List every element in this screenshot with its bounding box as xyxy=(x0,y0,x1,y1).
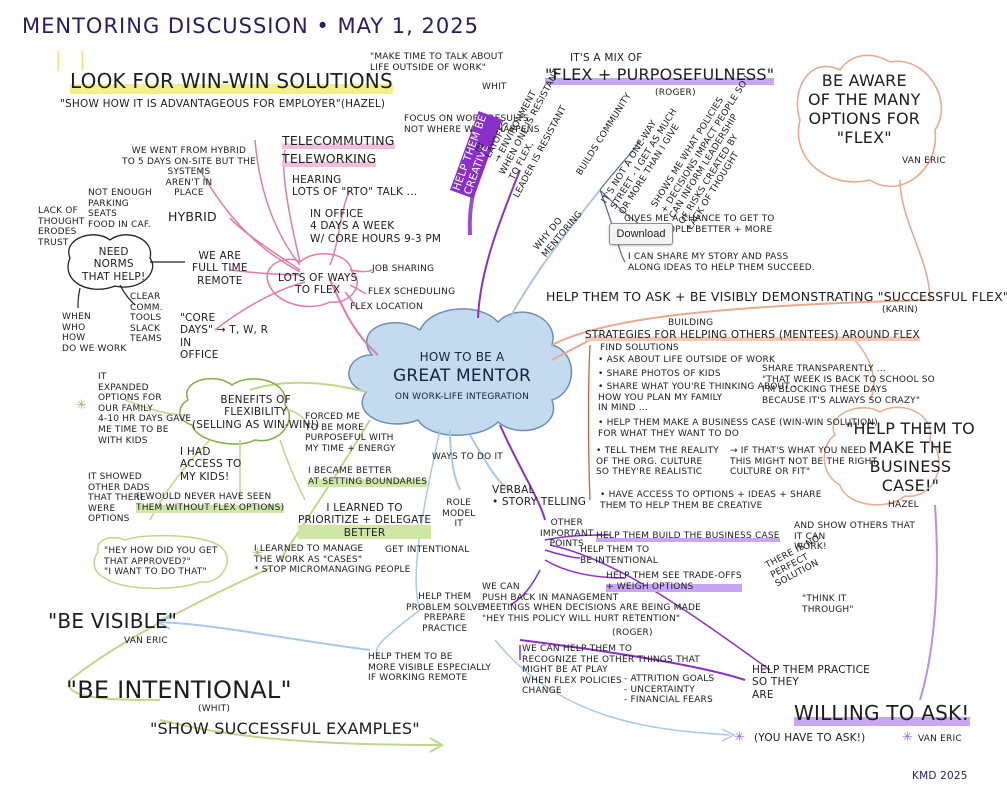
how-approved-cloud xyxy=(93,534,228,590)
boundaries-text: I BECAME BETTER AT SETTING BOUNDARIES xyxy=(308,466,428,488)
attrition-list: - ATTRITION GOALS - UNCERTAINTY - FINANC… xyxy=(624,674,715,706)
hybrid-to-onsite-text: WE WENT FROM HYBRID TO 5 DAYS ON-SITE BU… xyxy=(122,146,256,199)
karin-credit: (KARIN) xyxy=(882,305,918,315)
rto-talk-text: HEARING LOTS OF "RTO" TALK ... xyxy=(292,174,418,199)
get-intentional-text: GET INTENTIONAL xyxy=(385,545,470,555)
think-through-text: "THINK IT THROUGH" xyxy=(802,594,854,615)
full-time-remote-text: WE ARE FULL TIME REMOTE xyxy=(192,250,248,287)
benefits-text: BENEFITS OF FLEXIBILITY (SELLING AS WIN-… xyxy=(192,394,320,431)
hybrid-label: HYBRID xyxy=(168,209,217,224)
van-eric-credit-1: VAN ERIC xyxy=(902,156,946,166)
find-solutions-text: FIND SOLUTIONS xyxy=(600,343,679,353)
in-office-text: IN OFFICE 4 DAYS A WEEK W/ CORE HOURS 9-… xyxy=(310,208,442,245)
make-time-author: WHIT xyxy=(482,82,507,92)
green-star-icon-2: ✳ xyxy=(252,546,263,561)
purple-star-icon: ✳ xyxy=(734,730,745,745)
make-business-case-quote: "HELP THEM TO MAKE THE BUSINESS CASE!" xyxy=(846,419,975,495)
how-approved-quote: "HEY HOW DID YOU GET THAT APPROVED?" "I … xyxy=(104,546,218,578)
signature: KMD 2025 xyxy=(912,770,968,782)
other-points-text: OTHER IMPORTANT POINTS xyxy=(540,518,594,550)
be-intentional-quote: "BE INTENTIONAL" xyxy=(66,676,292,704)
problem-solve-text: HELP THEM PROBLEM SOLVE PREPARE PRACTICE xyxy=(406,592,484,634)
willing-to-ask-text: WILLING TO ASK! xyxy=(794,701,970,726)
center-cloud-shape xyxy=(348,308,573,436)
roger-credit-1: (ROGER) xyxy=(655,88,696,98)
green-star-icon: ✳ xyxy=(76,398,87,413)
van-eric-credit-2: VAN ERIC xyxy=(124,636,168,646)
business-case-bullet: • HELP THEM MAKE A BUSINESS CASE (WIN-WI… xyxy=(598,418,878,439)
share-transparently-text: SHARE TRANSPARENTLY ... "THAT WEEK IS BA… xyxy=(762,364,935,406)
forced-purposeful-text: FORCED ME TO BE MORE PURPOSEFUL WITH MY … xyxy=(305,412,396,454)
lots-of-ways-text: LOTS OF WAYS TO FLEX xyxy=(278,272,358,297)
share-thinking-text: • SHARE WHAT YOU'RE THINKING ABOUT - HOW… xyxy=(598,382,797,414)
page-title: MENTORING DISCUSSION • MAY 1, 2025 xyxy=(22,14,479,38)
mix-of-text: IT'S A MIX OF xyxy=(570,52,643,64)
business-case-cloud xyxy=(823,406,940,506)
help-practice-text: HELP THEM PRACTICE SO THEY ARE xyxy=(752,664,870,701)
hazel-credit: HAZEL xyxy=(888,500,919,510)
share-photos-text: • SHARE PHOTOS OF KIDS xyxy=(598,369,721,379)
be-aware-text: BE AWARE OF THE MANY OPTIONS FOR "FLEX" xyxy=(808,71,921,147)
show-others-text: AND SHOW OTHERS THAT IT CAN WORK! xyxy=(794,521,916,553)
need-norms-cloud xyxy=(67,234,154,290)
center-line-3: ON WORK-LIFE INTEGRATION xyxy=(394,392,530,402)
van-eric-credit-3: VAN ERIC xyxy=(918,734,962,744)
if-thats-text: → IF THAT'S WHAT YOU NEED THIS MIGHT NOT… xyxy=(730,446,878,478)
download-button[interactable]: Download xyxy=(609,223,673,245)
show-examples-quote: "SHOW SUCCESSFUL EXAMPLES" xyxy=(150,719,420,738)
job-sharing-text: JOB SHARING xyxy=(372,264,435,274)
be-visible-quote: "BE VISIBLE" xyxy=(48,609,178,633)
core-days-text: "CORE DAYS" → T, W, R IN OFFICE xyxy=(180,312,269,362)
never-seen-text: (I WOULD NEVER HAVE SEEN THEM WITHOUT FL… xyxy=(136,492,285,514)
verbal-text: VERBAL • STORY TELLING xyxy=(492,484,587,509)
building-text: BUILDING xyxy=(668,318,714,328)
need-norms-text: NEED NORMS THAT HELP! xyxy=(82,246,146,283)
share-story-text: I CAN SHARE MY STORY AND PASS ALONG IDEA… xyxy=(628,252,815,273)
manage-cases-text: I LEARNED TO MANAGE THE WORK AS "CASES" … xyxy=(254,544,411,576)
when-who-how-text: WHEN WHO HOW DO WE WORK xyxy=(62,312,127,354)
lack-of-thought-text: LACK OF THOUGHT ERODES TRUST xyxy=(38,206,85,248)
you-have-to-ask-text: (YOU HAVE TO ASK!) xyxy=(754,732,866,744)
benefits-cloud xyxy=(179,377,291,445)
center-line-1: HOW TO BE A xyxy=(419,350,505,364)
flex-scheduling-text: FLEX SCHEDULING xyxy=(368,287,456,297)
spark-marks: ❘ ❘ xyxy=(50,47,92,71)
ways-to-do-it-text: WAYS TO DO IT xyxy=(432,452,504,462)
prioritize-text: I LEARNED TO PRIORITIZE + DELEGATE BETTE… xyxy=(298,502,432,540)
win-win-quote: "SHOW HOW IT IS ADVANTAGEOUS FOR EMPLOYE… xyxy=(60,98,386,110)
roger-credit-2: (ROGER) xyxy=(612,628,653,638)
not-enough-text: NOT ENOUGH PARKING SEATS FOOD IN CAF. xyxy=(88,188,153,230)
more-visible-text: HELP THEM TO BE MORE VISIBLE ESPECIALLY … xyxy=(368,652,492,684)
help-ask-text: HELP THEM TO ASK + BE VISIBLY DEMONSTRAT… xyxy=(546,289,1007,304)
recognize-text: WE CAN HELP THEM TO RECOGNIZE THE OTHER … xyxy=(522,644,700,697)
telecommuting-text: TELECOMMUTING xyxy=(282,133,395,149)
expanded-options-text: IT EXPANDED OPTIONS FOR OUR FAMILY 4-10 … xyxy=(98,372,192,446)
access-options-text: • HAVE ACCESS TO OPTIONS + IDEAS + SHARE… xyxy=(600,490,822,511)
whit-credit: (WHIT) xyxy=(198,704,231,714)
flex-location-text: FLEX LOCATION xyxy=(350,302,423,312)
other-dads-text: IT SHOWED OTHER DADS THAT THERE WERE OPT… xyxy=(88,472,150,525)
trade-offs-text: HELP THEM SEE TRADE-OFFS + WEIGH OPTIONS xyxy=(606,571,742,593)
teleworking-text: TELEWORKING xyxy=(282,151,377,167)
push-back-text: WE CAN PUSH BACK IN MANAGEMENT MEETINGS … xyxy=(482,582,702,624)
lots-of-ways-cloud xyxy=(266,253,358,308)
center-line-2: GREAT MENTOR xyxy=(393,366,531,386)
ask-life-text: • ASK ABOUT LIFE OUTSIDE OF WORK xyxy=(598,355,776,365)
strategies-heading: STRATEGIES FOR HELPING OTHERS (MENTEES) … xyxy=(585,329,920,342)
role-model-text: ROLE MODEL IT xyxy=(442,498,476,530)
clear-comm-text: CLEAR COMM. TOOLS SLACK TEAMS xyxy=(130,292,163,345)
make-time-quote: "MAKE TIME TO TALK ABOUT LIFE OUTSIDE OF… xyxy=(370,52,504,73)
be-intentional-point: HELP THEM TO BE INTENTIONAL xyxy=(580,545,658,566)
flex-options-blob xyxy=(796,54,943,188)
win-win-heading: LOOK FOR WIN-WIN SOLUTIONS xyxy=(70,69,393,94)
access-kids-text: I HAD ACCESS TO MY KIDS! xyxy=(180,446,242,483)
build-business-case-text: HELP THEM BUILD THE BUSINESS CASE xyxy=(596,531,780,542)
tell-reality-text: • TELL THEM THE REALITY OF THE ORG. CULT… xyxy=(596,446,719,478)
purple-star-icon-2: ✳ xyxy=(902,730,913,745)
flex-purposefulness-quote: "FLEX + PURPOSEFULNESS" xyxy=(545,65,775,85)
